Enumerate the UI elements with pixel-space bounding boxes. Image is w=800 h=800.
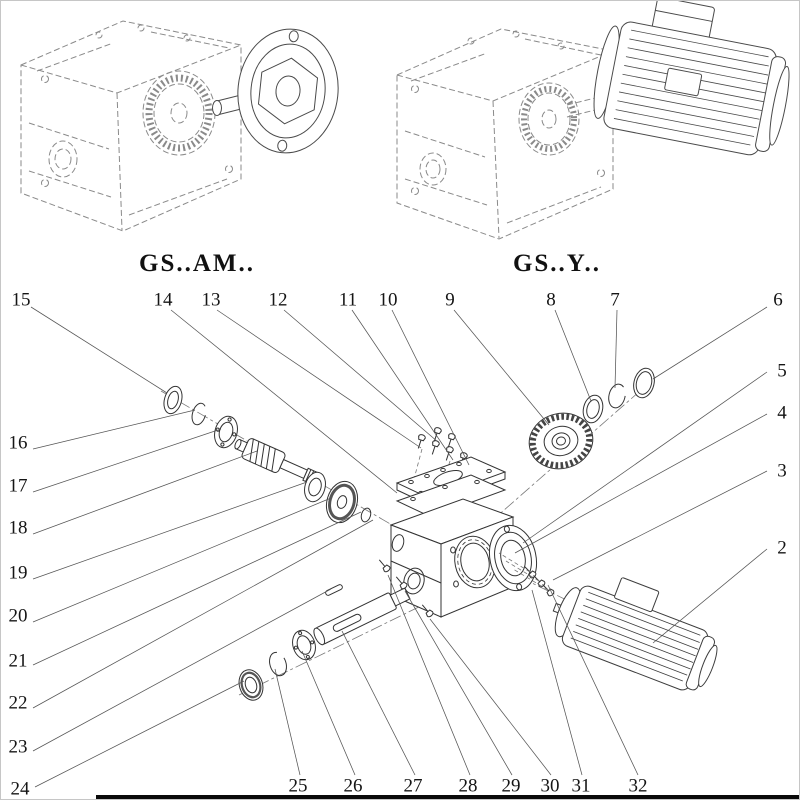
callout-4: 4: [777, 402, 787, 424]
figure-label-gsam: GS..AM..: [139, 250, 255, 277]
callout-11: 11: [338, 289, 358, 311]
callout-13: 13: [201, 289, 221, 311]
gsam-assembly-drawing: [20, 20, 339, 232]
leader-lines: [30, 306, 768, 788]
callout-12: 12: [268, 289, 288, 311]
callout-29: 29: [501, 775, 521, 797]
callout-6: 6: [773, 289, 783, 311]
callout-20: 20: [8, 605, 28, 627]
callout-26: 26: [343, 775, 363, 797]
callout-25: 25: [288, 775, 308, 797]
callout-10: 10: [378, 289, 398, 311]
part-oil-seal-output: [238, 669, 264, 701]
callout-24: 24: [10, 778, 30, 800]
part-bearing-input: [214, 415, 238, 449]
callout-21: 21: [8, 650, 28, 672]
callout-16: 16: [8, 432, 28, 454]
gsam-gearbox-outline: [20, 20, 242, 232]
callout-17: 17: [8, 475, 28, 497]
callout-5: 5: [777, 360, 787, 382]
callout-27: 27: [403, 775, 423, 797]
callout-18: 18: [8, 517, 28, 539]
gsy-gearbox-outline: [396, 28, 614, 240]
part-washer-disc: [325, 480, 359, 524]
callout-14: 14: [153, 289, 173, 311]
part-washer-gear: [582, 394, 604, 424]
callout-28: 28: [458, 775, 478, 797]
callout-7: 7: [610, 289, 620, 311]
callout-2: 2: [777, 537, 787, 559]
part-key: [325, 584, 343, 596]
part-output-shaft: [313, 587, 411, 646]
part-helical-gear: [528, 412, 594, 470]
callout-9: 9: [445, 289, 455, 311]
callout-31: 31: [571, 775, 591, 797]
part-bearing-worm: [304, 471, 326, 503]
callout-22: 22: [8, 692, 28, 714]
part-bearing-output: [292, 629, 316, 661]
callout-3: 3: [777, 460, 787, 482]
part-flange-bolts: [498, 552, 556, 598]
gsy-motor: [593, 1, 790, 156]
part-ring-gear: [633, 367, 655, 399]
part-oil-seal-input: [163, 385, 183, 415]
callout-15: 15: [11, 289, 31, 311]
callout-19: 19: [8, 562, 28, 584]
part-motor: [552, 577, 718, 691]
part-circlip-output: [269, 651, 287, 677]
gsam-output-flange: [212, 28, 339, 154]
gsy-assembly-drawing: [396, 1, 790, 240]
bottom-edge-line: [96, 795, 799, 799]
part-circlip-gear: [608, 383, 626, 409]
callout-23: 23: [8, 736, 28, 758]
exploded-parts: [163, 367, 718, 701]
part-shim-ring: [360, 507, 372, 523]
callout-32: 32: [628, 775, 648, 797]
part-retaining-ring-input: [191, 402, 207, 426]
callout-8: 8: [546, 289, 556, 311]
figure-label-gsy: GS..Y..: [512, 250, 602, 277]
callout-30: 30: [540, 775, 560, 797]
